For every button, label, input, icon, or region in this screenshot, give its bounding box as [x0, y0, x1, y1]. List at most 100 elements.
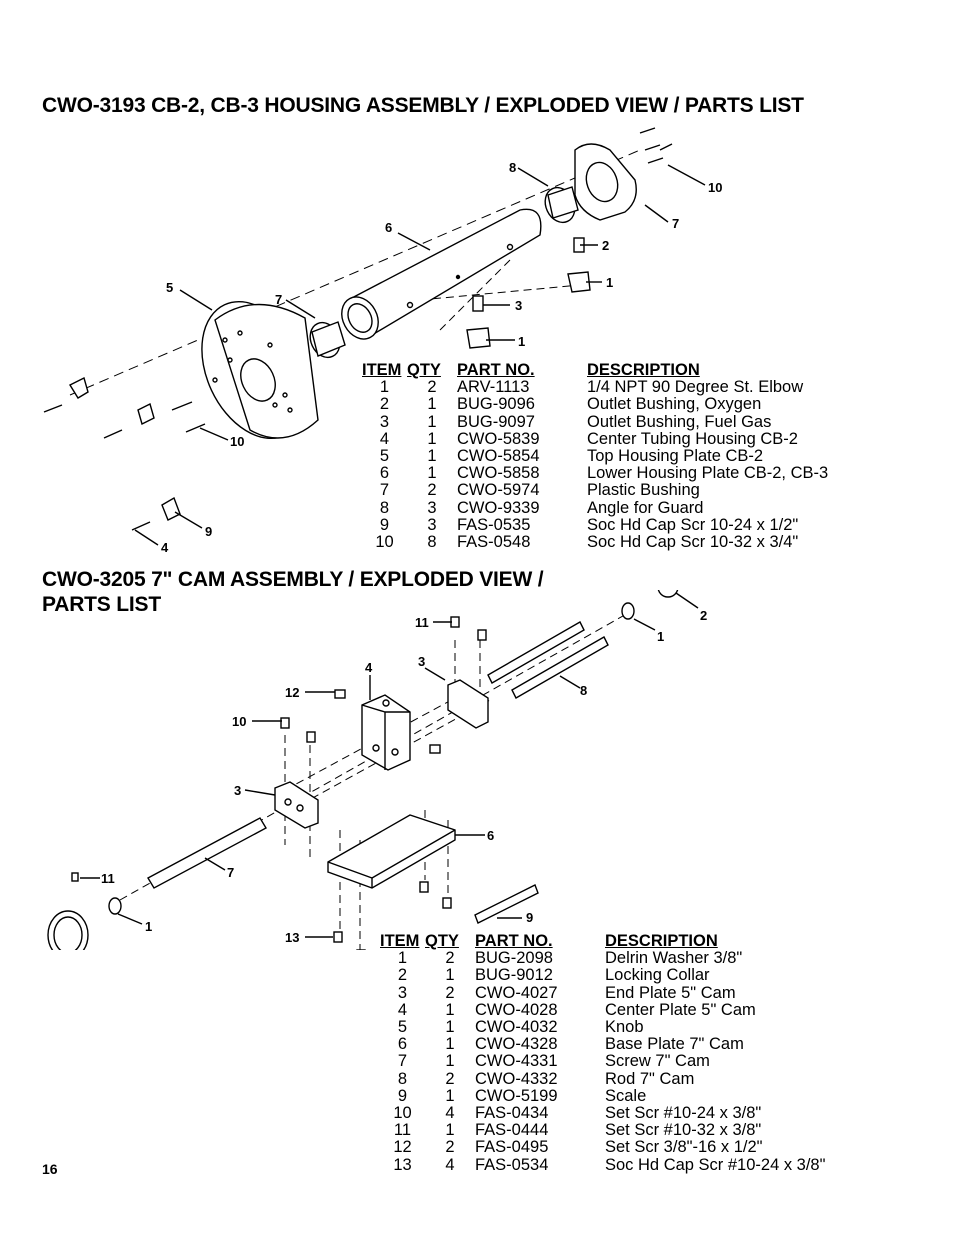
- cell-qty: 1: [445, 1052, 455, 1071]
- cell-qty: 1: [427, 395, 437, 414]
- cell-description: Center Plate 5" Cam: [605, 1000, 756, 1019]
- header-part-no: PART NO.: [475, 932, 553, 950]
- cell-item: 10: [393, 1104, 412, 1123]
- callout-11-top: 11: [415, 615, 429, 630]
- cell-qty: 2: [445, 949, 455, 968]
- cell-part-no: CWO-5974: [457, 481, 540, 500]
- cell-part-no: CWO-4331: [475, 1052, 558, 1071]
- callout-10: 10: [232, 714, 246, 729]
- cell-qty: 1: [445, 1000, 455, 1019]
- callout-3: 3: [515, 298, 522, 313]
- cell-item: 2: [397, 966, 408, 985]
- header-item: ITEM: [380, 932, 420, 950]
- cell-item: 12: [393, 1138, 412, 1157]
- header-qty: QTY: [425, 932, 459, 950]
- housing-exploded-drawing: 8 7 10 6 2 1 3 1 5 7 10 9 4: [43, 127, 722, 555]
- callout-13: 13: [285, 930, 299, 945]
- cam-assembly-title: CWO-3205 7" CAM ASSEMBLY / EXPLODED VIEW…: [42, 567, 602, 617]
- callout-7: 7: [227, 865, 234, 880]
- cell-description: Center Tubing Housing CB-2: [587, 429, 798, 448]
- cell-qty: 2: [445, 1069, 455, 1088]
- callout-4: 4: [365, 660, 373, 675]
- cell-item: 4: [379, 429, 390, 448]
- cell-item: 7: [379, 481, 390, 500]
- cell-qty: 1: [427, 447, 437, 466]
- cell-item: 1: [379, 378, 390, 397]
- cell-qty: 2: [427, 481, 437, 500]
- cell-part-no: FAS-0535: [457, 515, 531, 534]
- cell-description: Base Plate 7" Cam: [605, 1035, 744, 1054]
- callout-2: 2: [602, 238, 609, 253]
- cell-qty: 8: [427, 533, 437, 552]
- cell-description: Lower Housing Plate CB-2, CB-3: [587, 464, 829, 483]
- cell-description: Set Scr 3/8"-16 x 1/2": [605, 1138, 763, 1157]
- cell-part-no: CWO-4027: [475, 983, 558, 1002]
- cell-description: Angle for Guard: [587, 498, 704, 517]
- callout-7-left: 7: [275, 292, 282, 307]
- cell-description: Scale: [605, 1086, 647, 1105]
- cell-qty: 2: [427, 378, 437, 397]
- cell-part-no: CWO-4328: [475, 1035, 558, 1054]
- callout-9: 9: [526, 910, 533, 925]
- cell-qty: 4: [445, 1155, 455, 1174]
- table-header-row: ITEM QTY PART NO. DESCRIPTION: [362, 361, 828, 379]
- cell-description: 1/4 NPT 90 Degree St. Elbow: [587, 378, 804, 397]
- header-description: DESCRIPTION: [587, 361, 700, 379]
- table-row: 7 2 CWO-5974 Plastic Bushing: [362, 482, 828, 499]
- cell-qty: 1: [445, 1121, 455, 1140]
- page-number: 16: [42, 1161, 58, 1177]
- cell-part-no: CWO-4332: [475, 1069, 558, 1088]
- cell-qty: 1: [427, 412, 437, 431]
- cell-description: Delrin Washer 3/8": [605, 949, 743, 968]
- cell-part-no: FAS-0495: [475, 1138, 549, 1157]
- cell-item: 9: [379, 515, 390, 534]
- callout-6: 6: [487, 828, 494, 843]
- cell-item: 2: [379, 395, 390, 414]
- cell-item: 5: [379, 447, 390, 466]
- callout-4: 6: [385, 220, 392, 235]
- callout-3-right: 3: [418, 654, 425, 669]
- cell-qty: 2: [445, 1138, 455, 1157]
- cell-description: Plastic Bushing: [587, 481, 700, 500]
- cell-part-no: CWO-5839: [457, 429, 540, 448]
- table-header-row: ITEM QTY PART NO. DESCRIPTION: [380, 932, 825, 950]
- callout-1-lower: 1: [518, 334, 525, 349]
- cell-qty: 4: [445, 1104, 455, 1123]
- housing-assembly-title: CWO-3193 CB-2, CB-3 HOUSING ASSEMBLY / E…: [42, 94, 804, 117]
- cell-qty: 3: [427, 515, 437, 534]
- table-row: 1 2 ARV-1113 1/4 NPT 90 Degree St. Elbow: [362, 379, 828, 396]
- cell-qty: 1: [445, 966, 455, 985]
- table-row: 12 2 FAS-0495 Set Scr 3/8"-16 x 1/2": [380, 1139, 825, 1156]
- cell-description: End Plate 5" Cam: [605, 983, 736, 1002]
- header-qty: QTY: [407, 361, 441, 379]
- cam-exploded-drawing: 11 12 10 3 4 3 8 6 7 11 1 5 13 9 1 2: [47, 590, 707, 950]
- callout-10-right: 10: [708, 180, 722, 195]
- cell-part-no: CWO-5858: [457, 464, 540, 483]
- housing-exploded-view: 8 7 10 6 2 1 3 1 5 7 10 9 4: [0, 120, 954, 560]
- callout-11-left: 11: [101, 871, 115, 886]
- cell-item: 7: [397, 1052, 408, 1071]
- cell-part-no: BUG-9097: [457, 412, 535, 431]
- header-item: ITEM: [362, 361, 402, 379]
- callout-3-left: 3: [234, 783, 241, 798]
- cell-part-no: CWO-5854: [457, 447, 540, 466]
- cell-part-no: CWO-4032: [475, 1018, 558, 1037]
- callout-5: 5: [166, 280, 173, 295]
- cell-part-no: ARV-1113: [457, 378, 530, 397]
- callout-1-upper: 1: [606, 275, 613, 290]
- cell-item: 3: [379, 412, 390, 431]
